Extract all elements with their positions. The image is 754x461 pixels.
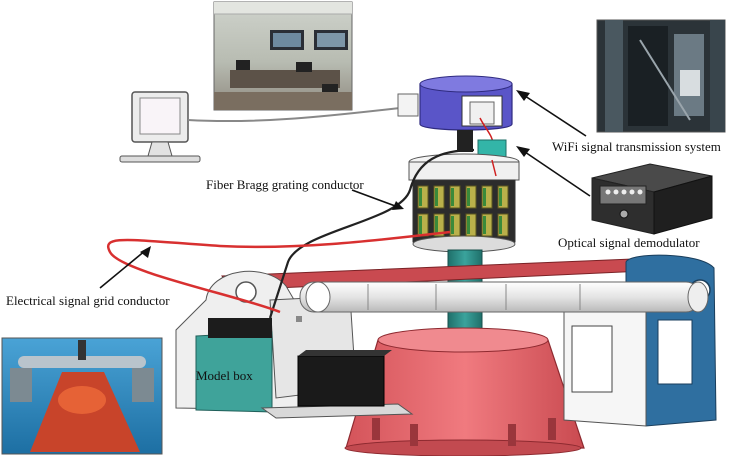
fbg-cell (449, 185, 461, 209)
fbg-cell (481, 213, 493, 237)
fbg-label: Fiber Bragg grating conductor (206, 177, 364, 192)
fbg-cell-strip (435, 188, 438, 206)
fbg-cell (497, 213, 509, 237)
fbg-cell (433, 213, 445, 237)
fbg-cell-strip (483, 216, 486, 234)
black-box (297, 355, 385, 407)
sensor-lead (491, 159, 497, 177)
fbg-cell-strip (499, 216, 502, 234)
fbg-cell-strip (451, 188, 454, 206)
control-room-photo (213, 1, 353, 111)
wifi-top-unit (397, 75, 513, 147)
lab-model-photo (1, 337, 163, 455)
fbg-cell-group (417, 185, 509, 237)
fbg-cell (465, 185, 477, 209)
monitor-icon (119, 91, 201, 163)
fbg-cell (465, 213, 477, 237)
fbg-cell-strip (467, 188, 470, 206)
fbg-cell-strip (419, 216, 422, 234)
fbg-cell (433, 185, 445, 209)
esg-label: Electrical signal grid conductor (6, 293, 170, 308)
fbg-arrow (351, 189, 399, 208)
electrical-cable (107, 230, 451, 314)
wifi-label: WiFi signal transmission system (552, 139, 721, 154)
fbg-cell-strip (419, 188, 422, 206)
rear-box (208, 318, 272, 338)
wifi-arrow (521, 93, 587, 137)
wifi-equipment-photo (596, 19, 726, 133)
cone-base (344, 327, 585, 457)
fbg-cell (481, 185, 493, 209)
horizontal-beam (299, 281, 709, 313)
esg-arrow (99, 249, 147, 289)
osd-arrow (521, 149, 591, 197)
fbg-cell (449, 213, 461, 237)
optical-demodulator-photo (591, 163, 713, 235)
fbg-cell-strip (435, 216, 438, 234)
monitor-cable (187, 107, 401, 123)
fbg-cell-strip (499, 188, 502, 206)
fbg-cell-strip (467, 216, 470, 234)
upper-shaft (457, 130, 473, 152)
right-frame (563, 254, 717, 427)
fbg-cell-strip (451, 216, 454, 234)
fbg-cell (497, 185, 509, 209)
fbg-cell-strip (483, 188, 486, 206)
osd-label: Optical signal demodulator (558, 235, 700, 250)
model-box-label: Model box (196, 368, 253, 383)
fbg-cell (417, 185, 429, 209)
